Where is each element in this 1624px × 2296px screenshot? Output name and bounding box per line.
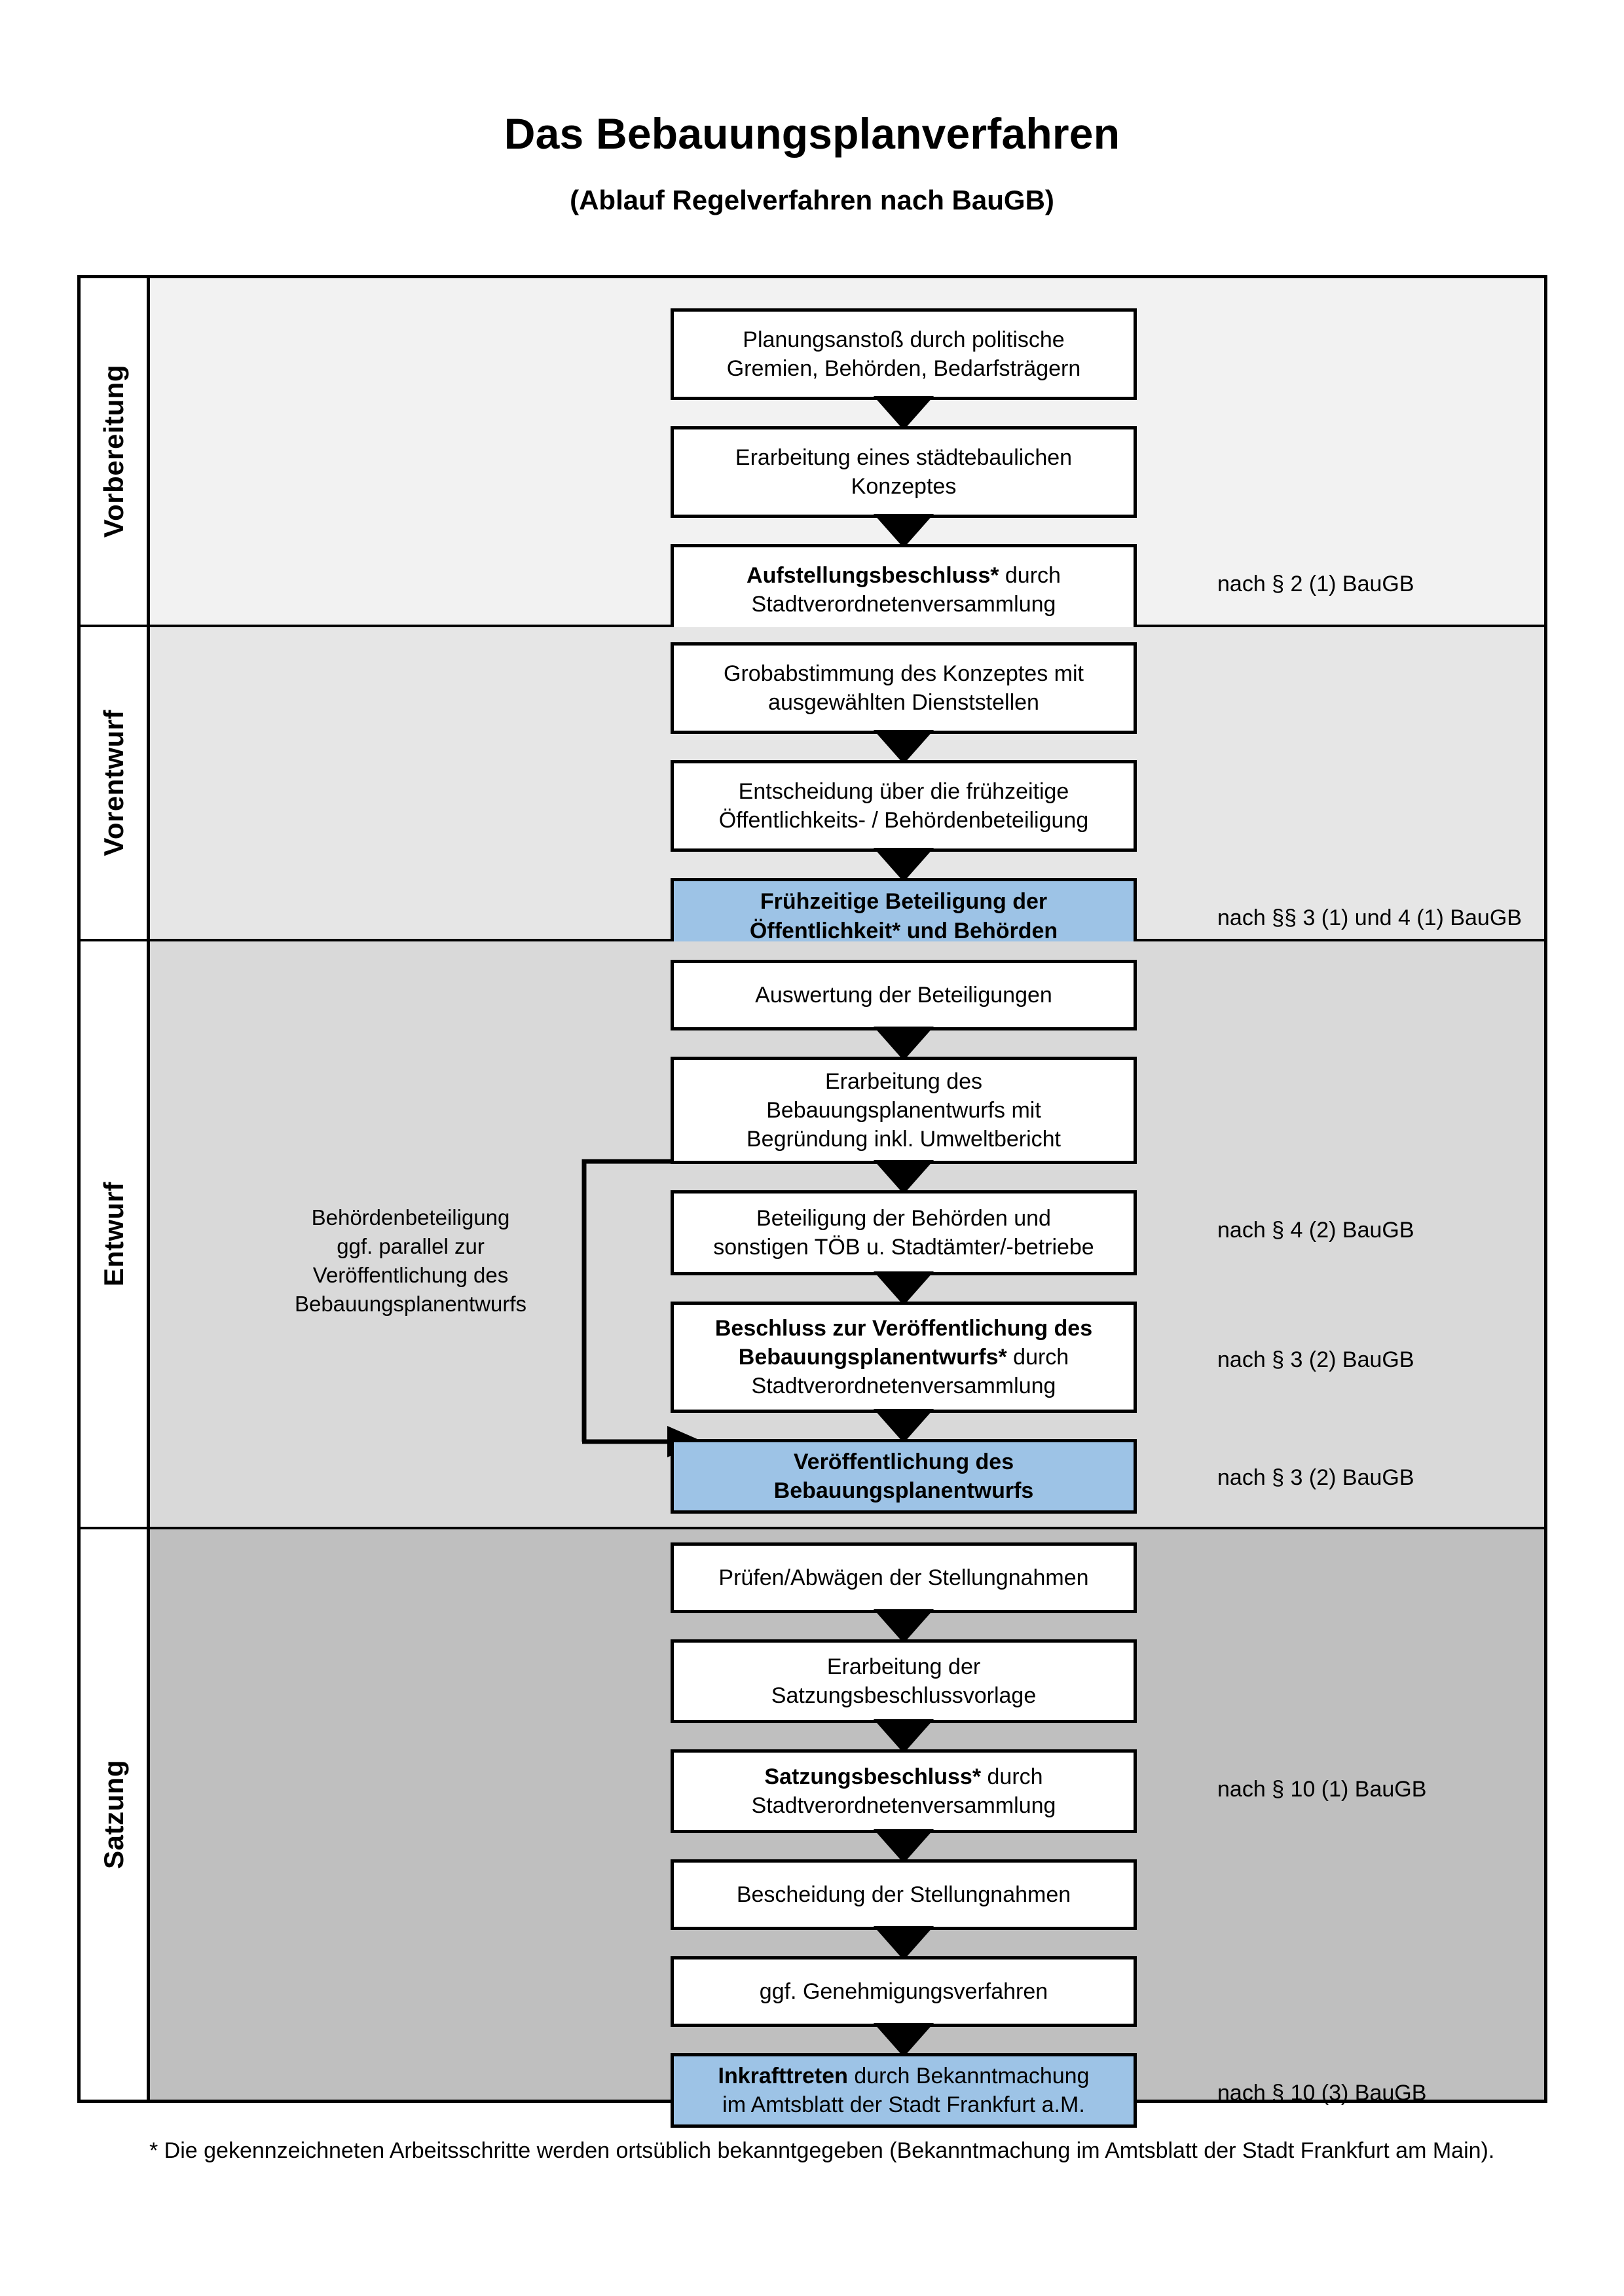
phase-band-entwurf: Entwurf Auswertung der Beteiligungen Era… <box>81 941 1544 1529</box>
step-line: Erarbeitung des <box>824 1068 983 1094</box>
flow-arrow-down <box>874 1719 934 1753</box>
step-box-veroeffentlichung-entwurf[interactable]: Veröffentlichung des Bebauungsplanentwur… <box>671 1439 1137 1514</box>
flow-arrow-down <box>874 2023 934 2057</box>
flow-arrow-down <box>874 1271 934 1305</box>
step-line: Beteiligung der Behörden und <box>756 1205 1051 1231</box>
step-line-bold: Satzungsbeschluss* <box>764 1764 982 1789</box>
step-line: durch <box>1006 1344 1069 1370</box>
step-line-bold: Öffentlichkeit* und Behörden <box>749 918 1058 943</box>
legal-reference-7: nach § 10 (3) BauGB <box>1217 2081 1427 2105</box>
step-box-planungsanstoss[interactable]: Planungsanstoß durch politische Gremien,… <box>671 308 1137 400</box>
phase-label-cell-vorbereitung: Vorbereitung <box>81 278 150 625</box>
step-line: Gremien, Behörden, Bedarfsträgern <box>726 356 1081 381</box>
step-line: Erarbeitung der <box>826 1654 981 1679</box>
step-box-entscheidung-beteiligung[interactable]: Entscheidung über die frühzeitige Öffent… <box>671 760 1137 852</box>
step-line: Satzungsbeschlussvorlage <box>771 1683 1037 1708</box>
step-line: Begründung inkl. Umweltbericht <box>746 1127 1061 1152</box>
footnote: * Die gekennzeichneten Arbeitsschritte w… <box>149 2138 1495 2163</box>
flow-arrow-down <box>874 1926 934 1960</box>
step-line: Stadtverordnetenversammlung <box>751 592 1056 617</box>
step-line-bold: Frühzeitige Beteiligung der <box>760 889 1048 915</box>
legal-reference-3: nach § 4 (2) BauGB <box>1217 1218 1414 1243</box>
step-line: Prüfen/Abwägen der Stellungnahmen <box>718 1565 1089 1590</box>
phase-label-vorentwurf: Vorentwurf <box>98 710 129 856</box>
step-line: ausgewählten Dienststellen <box>768 690 1039 715</box>
step-box-satzungsbeschluss[interactable]: Satzungsbeschluss* durch Stadtverordnete… <box>671 1749 1137 1833</box>
step-line-bold: Inkrafttreten <box>718 2063 848 2088</box>
step-line: Grobabstimmung des Konzeptes mit <box>724 661 1084 686</box>
page-title: Das Bebauungsplanverfahren <box>504 109 1120 158</box>
phase-band-satzung: Satzung Prüfen/Abwägen der Stellungnahme… <box>81 1529 1544 2128</box>
phase-label-entwurf: Entwurf <box>98 1182 129 1286</box>
side-note-line: Bebauungsplanentwurfs <box>294 1291 527 1316</box>
step-line: Öffentlichkeits- / Behördenbeteiligung <box>718 808 1089 833</box>
flow-arrow-down <box>874 396 934 430</box>
side-note-line: Behördenbeteiligung <box>311 1205 510 1230</box>
phase-label-cell-vorentwurf: Vorentwurf <box>81 627 150 939</box>
step-box-genehmigungsverfahren[interactable]: ggf. Genehmigungsverfahren <box>671 1956 1137 2027</box>
step-box-beteiligung-behoerden-toeb[interactable]: Beteiligung der Behörden und sonstigen T… <box>671 1190 1137 1275</box>
step-box-bescheidung-stellungnahmen[interactable]: Bescheidung der Stellungnahmen <box>671 1859 1137 1930</box>
step-box-erarbeitung-entwurf[interactable]: Erarbeitung des Bebauungsplanentwurfs mi… <box>671 1057 1137 1164</box>
step-line: durch Bekanntmachung <box>847 2063 1090 2088</box>
flow-arrow-down <box>874 730 934 764</box>
document-header: Das Bebauungsplanverfahren (Ablauf Regel… <box>0 0 1624 215</box>
step-line: im Amtsblatt der Stadt Frankfurt a.M. <box>722 2092 1085 2117</box>
step-box-aufstellungsbeschluss[interactable]: Aufstellungsbeschluss* durch Stadtverord… <box>671 544 1137 636</box>
step-line: Konzeptes <box>851 474 957 499</box>
flow-arrow-down <box>874 848 934 882</box>
step-line: durch <box>981 1764 1043 1789</box>
side-note-behoerdenbeteiligung: Behördenbeteiligung ggf. parallel zur Ve… <box>240 1203 581 1319</box>
flow-arrow-down <box>874 1609 934 1643</box>
legal-reference-4: nach § 3 (2) BauGB <box>1217 1347 1414 1372</box>
phase-band-vorbereitung: Vorbereitung Planungsanstoß durch politi… <box>81 278 1544 636</box>
step-box-erarbeitung-satzungsvorlage[interactable]: Erarbeitung der Satzungsbeschlussvorlage <box>671 1639 1137 1723</box>
step-line-bold: Bebauungsplanentwurfs <box>773 1478 1034 1503</box>
legal-reference-1: nach § 2 (1) BauGB <box>1217 572 1414 596</box>
step-line: Bescheidung der Stellungnahmen <box>736 1882 1071 1907</box>
step-box-beschluss-veroeffentlichung[interactable]: Beschluss zur Veröffentlichung des Bebau… <box>671 1302 1137 1413</box>
step-line: Entscheidung über die frühzeitige <box>738 778 1069 804</box>
step-line: Bebauungsplanentwurfs mit <box>766 1097 1041 1123</box>
phase-label-cell-entwurf: Entwurf <box>81 941 150 1527</box>
step-box-inkrafttreten[interactable]: Inkrafttreten durch Bekanntmachung im Am… <box>671 2053 1137 2128</box>
phase-body-vorbereitung: Planungsanstoß durch politische Gremien,… <box>150 278 1544 636</box>
phase-body-entwurf: Auswertung der Beteiligungen Erarbeitung… <box>150 941 1544 1527</box>
legal-reference-5: nach § 3 (2) BauGB <box>1217 1465 1414 1490</box>
phase-label-cell-satzung: Satzung <box>81 1529 150 2100</box>
flowchart-frame: Vorbereitung Planungsanstoß durch politi… <box>77 275 1547 2128</box>
flow-arrow-down <box>874 1409 934 1443</box>
step-box-auswertung-beteiligungen[interactable]: Auswertung der Beteiligungen <box>671 960 1137 1030</box>
step-line: Stadtverordnetenversammlung <box>751 1374 1056 1399</box>
flow-arrow-down <box>874 1027 934 1061</box>
step-line: Planungsanstoß durch politische <box>743 327 1065 352</box>
step-box-staedtebauliches-konzept[interactable]: Erarbeitung eines städtebaulichen Konzep… <box>671 426 1137 518</box>
legal-reference-2: nach §§ 3 (1) und 4 (1) BauGB <box>1217 905 1522 930</box>
flow-arrow-down <box>874 1829 934 1863</box>
phase-label-vorbereitung: Vorbereitung <box>98 365 129 538</box>
phase-body-satzung: Prüfen/Abwägen der Stellungnahmen Erarbe… <box>150 1529 1544 2128</box>
phase-band-vorentwurf: Vorentwurf Grobabstimmung des Konzeptes … <box>81 627 1544 955</box>
step-line-bold: Veröffentlichung des <box>793 1449 1014 1474</box>
step-line-bold: Aufstellungsbeschluss* <box>747 562 999 588</box>
side-note-line: Veröffentlichung des <box>312 1262 509 1287</box>
side-note-line: ggf. parallel zur <box>337 1233 485 1258</box>
step-line: Stadtverordnetenversammlung <box>751 1793 1056 1818</box>
step-line-bold: Beschluss zur Veröffentlichung des <box>714 1315 1093 1341</box>
step-line-bold: Bebauungsplanentwurfs* <box>738 1344 1007 1370</box>
step-box-grobabstimmung[interactable]: Grobabstimmung des Konzeptes mit ausgewä… <box>671 642 1137 734</box>
step-line: sonstigen TÖB u. Stadtämter/-betriebe <box>713 1235 1094 1260</box>
page-subtitle: (Ablauf Regelverfahren nach BauGB) <box>570 184 1054 215</box>
step-box-pruefen-abwaegen[interactable]: Prüfen/Abwägen der Stellungnahmen <box>671 1542 1137 1613</box>
phase-body-vorentwurf: Grobabstimmung des Konzeptes mit ausgewä… <box>150 627 1544 955</box>
legal-reference-6: nach § 10 (1) BauGB <box>1217 1777 1427 1802</box>
flow-arrow-down <box>874 1160 934 1194</box>
step-line: ggf. Genehmigungsverfahren <box>759 1978 1048 2004</box>
step-line: durch <box>999 562 1061 588</box>
phase-label-satzung: Satzung <box>98 1760 129 1869</box>
step-line: Erarbeitung eines städtebaulichen <box>735 445 1073 470</box>
flow-arrow-down <box>874 514 934 548</box>
step-line: Auswertung der Beteiligungen <box>755 982 1052 1008</box>
